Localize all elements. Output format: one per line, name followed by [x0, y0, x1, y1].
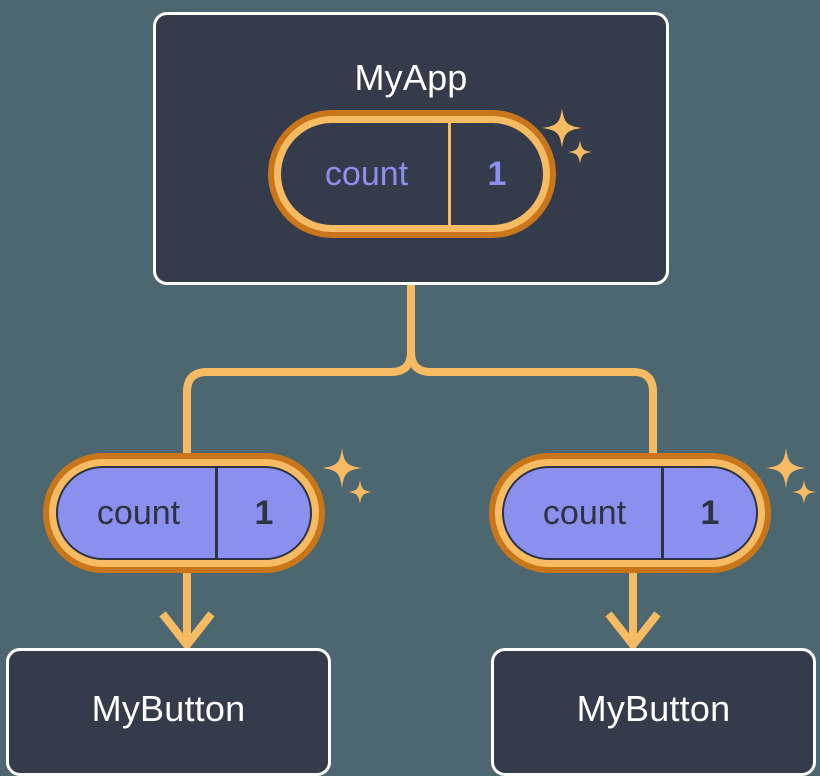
state-pill-key: count — [542, 493, 627, 532]
component-title-mybutton: MyButton — [91, 688, 246, 729]
component-card-mybutton-right[interactable]: MyButton — [491, 648, 816, 776]
state-flow-fork — [183, 282, 657, 460]
state-pill-body: count 1 — [56, 466, 312, 560]
component-title-mybutton: MyButton — [576, 688, 731, 729]
state-pill-ring-inner: count 1 — [274, 116, 550, 232]
component-title-myapp: MyApp — [354, 57, 468, 98]
state-pill-value: 1 — [661, 468, 756, 558]
state-pill-key: count — [96, 493, 181, 532]
state-pill-myapp[interactable]: count 1 — [268, 110, 556, 238]
state-pill-right[interactable]: count 1 — [489, 453, 771, 573]
state-pill-ring-inner: count 1 — [495, 459, 765, 567]
state-pill-value: 1 — [215, 468, 310, 558]
state-pill-left[interactable]: count 1 — [43, 453, 325, 573]
component-card-mybutton-left[interactable]: MyButton — [6, 648, 331, 776]
state-pill-key: count — [324, 154, 409, 193]
state-pill-body: count 1 — [502, 466, 758, 560]
state-pill-ring-inner: count 1 — [49, 459, 319, 567]
state-flow-arrow-left — [159, 572, 215, 652]
state-pill-body: count 1 — [281, 123, 543, 225]
state-pill-value: 1 — [448, 123, 543, 225]
state-flow-arrow-right — [605, 572, 661, 652]
